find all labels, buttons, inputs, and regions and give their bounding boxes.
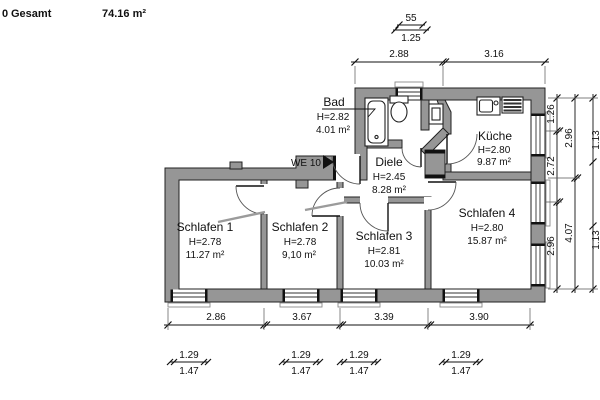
room-s3-area: 10.03 m² <box>364 259 404 270</box>
header-prefix: 0 <box>2 8 8 20</box>
toilet-icon <box>389 95 409 123</box>
header-value: 74.16 m² <box>102 8 146 20</box>
dim-right-inner-2: 2.96 <box>546 236 557 256</box>
entrance-door <box>331 155 361 185</box>
windows <box>167 81 551 308</box>
bad-leader-line <box>322 108 376 118</box>
wall-nub <box>229 161 243 170</box>
window-bottom-2 <box>279 289 323 308</box>
window-top-cap-r <box>420 88 423 100</box>
window-right-kueche <box>531 111 551 159</box>
s1-door <box>235 185 265 215</box>
s4-door-opening <box>424 197 432 210</box>
header-label: Gesamt <box>11 8 52 20</box>
entrance-opening <box>336 154 360 182</box>
s2-door-opening <box>336 188 344 216</box>
dim-top-small-upper: 55 <box>405 13 417 24</box>
dim-window-2a: 1.29 <box>291 350 311 361</box>
labels: 0 Gesamt 74.16 m² WE 10 Bad H=2.82 4.01 … <box>2 8 600 377</box>
wall-pier <box>424 149 446 179</box>
dim-right-inner-0: 1.26 <box>546 104 557 124</box>
wall-s1-s2 <box>260 179 268 290</box>
room-s2-name: Schlafen 2 <box>272 220 329 234</box>
s3-door <box>359 202 389 232</box>
room-diele-name: Diele <box>375 155 403 169</box>
entrance-label: WE 10 <box>291 158 321 169</box>
window-top-cap-l <box>395 88 398 100</box>
room-s4-height: H=2.80 <box>471 223 504 234</box>
dim-top-small-lower: 1.25 <box>401 33 421 44</box>
dim-top-1: 3.16 <box>484 49 504 60</box>
fixtures <box>217 95 524 224</box>
door-openings <box>260 154 432 216</box>
dim-window-2b: 1.47 <box>291 366 311 377</box>
dim-window-4b: 1.47 <box>451 366 471 377</box>
room-kueche-area: 9.87 m² <box>477 157 512 168</box>
section-line <box>217 200 348 224</box>
dim-window-3b: 1.47 <box>349 366 369 377</box>
s4-door <box>427 181 457 211</box>
dim-bottom-0: 2.86 <box>206 312 226 323</box>
wall-s4-top <box>442 171 532 181</box>
window-top <box>398 88 420 100</box>
kitchen-sink-icon <box>476 96 501 116</box>
window-bottom-4 <box>439 289 483 308</box>
window-right-s4-upper <box>531 179 551 227</box>
bad-door <box>401 147 422 168</box>
room-s2-area: 9,10 m² <box>282 250 317 261</box>
dim-window-1b: 1.47 <box>179 366 199 377</box>
entrance-arrow-icon <box>323 155 334 169</box>
pier-cap-top <box>425 150 445 154</box>
room-s1-area: 11.27 m² <box>186 250 225 261</box>
stove-icon <box>501 96 524 114</box>
exterior-wall <box>164 87 546 303</box>
room-bad-area: 4.01 m² <box>316 125 351 136</box>
dimensions <box>164 21 598 366</box>
dim-window-4a: 1.29 <box>451 350 471 361</box>
pier-cap-bottom <box>425 174 445 178</box>
dim-bottom-1: 3.67 <box>292 312 312 323</box>
walls <box>164 87 546 303</box>
room-s3-name: Schlafen 3 <box>356 229 413 243</box>
dim-bottom-2: 3.39 <box>374 312 394 323</box>
window-top-sill <box>394 81 424 88</box>
kueche-door <box>446 133 478 165</box>
dim-right-edge-1: 1.13 <box>591 230 600 250</box>
wall-vestibule-stub <box>295 179 309 189</box>
window-bottom-1 <box>167 289 211 308</box>
dim-right-mid-1: 4.07 <box>564 223 575 243</box>
dim-top-0: 2.88 <box>389 49 409 60</box>
window-bottom-3 <box>337 289 381 308</box>
dim-window-3a: 1.29 <box>349 350 369 361</box>
s1-door-opening <box>260 184 268 214</box>
wall-bad-east <box>420 99 430 131</box>
room-s2-height: H=2.78 <box>284 237 317 248</box>
dim-right-mid-0: 2.96 <box>564 128 575 148</box>
room-s1-name: Schlafen 1 <box>177 220 234 234</box>
room-kueche-name: Küche <box>478 129 512 143</box>
room-s1-height: H=2.78 <box>189 237 222 248</box>
dim-right-edge-0: 1.13 <box>591 130 600 150</box>
room-s4-area: 15.87 m² <box>467 236 507 247</box>
room-kueche-height: H=2.80 <box>478 145 511 156</box>
s3-door-opening <box>360 196 388 204</box>
dim-window-1a: 1.29 <box>179 350 199 361</box>
room-s3-height: H=2.81 <box>368 246 401 257</box>
room-bad-height: H=2.82 <box>317 112 350 123</box>
bathtub-icon <box>364 97 389 147</box>
room-s4-name: Schlafen 4 <box>459 206 516 220</box>
wall-s3-s4 <box>424 196 432 290</box>
room-diele-height: H=2.45 <box>373 172 406 183</box>
window-right-s4-lower <box>531 241 551 289</box>
room-diele-area: 8.28 m² <box>372 185 407 196</box>
dim-right-inner-1: 2.72 <box>546 156 557 176</box>
room-bad-name: Bad <box>323 95 344 109</box>
washbasin-icon <box>428 103 444 125</box>
s2-door <box>311 187 341 217</box>
dim-bottom-3: 3.90 <box>469 312 489 323</box>
